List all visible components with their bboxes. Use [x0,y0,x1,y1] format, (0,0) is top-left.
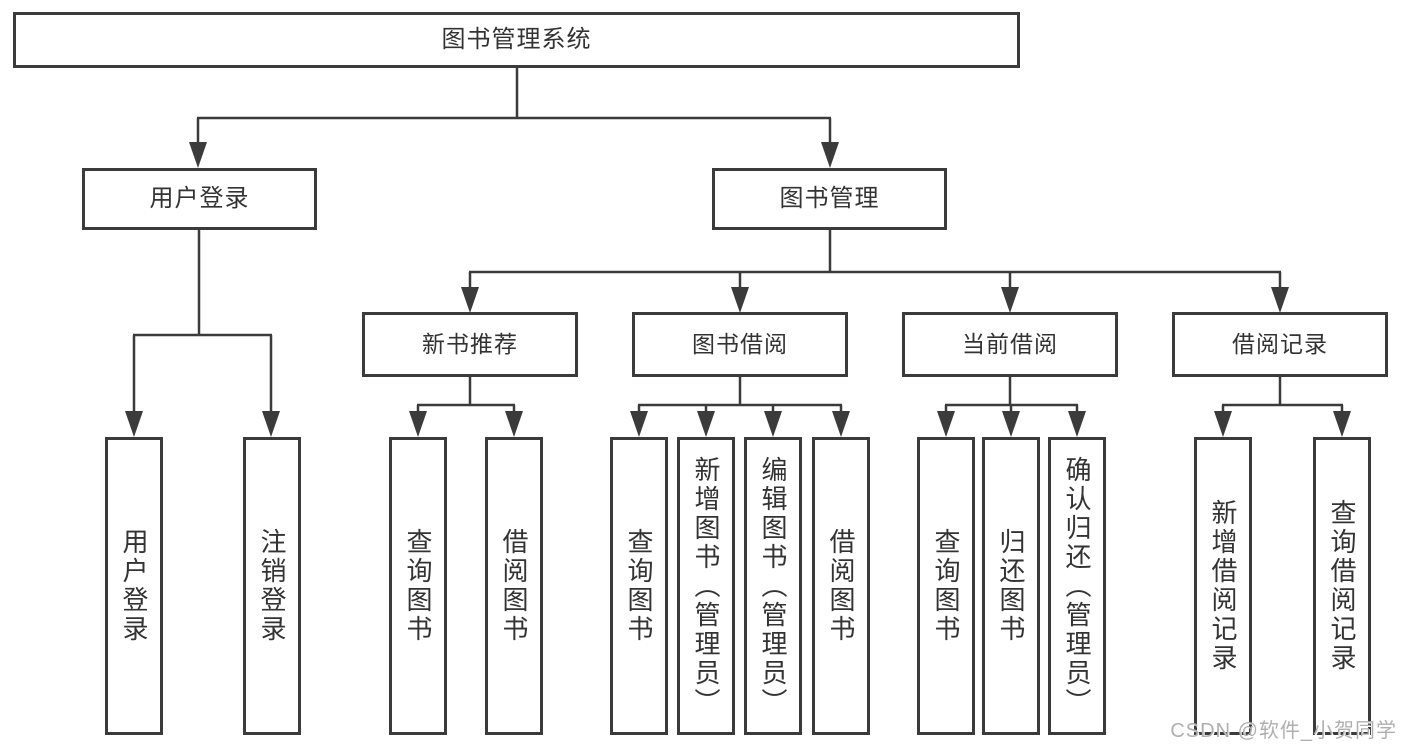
node-user-login: 用户登录 [82,168,317,230]
leaf-return-books: 归还图书 [982,437,1040,735]
leaf-add-borrow-record: 新增借阅记录 [1194,437,1252,735]
leaf-edit-books-admin: 编辑图书（管理员） [744,437,802,735]
leaf-borrow-books-recommend: 借阅图书 [485,437,543,735]
leaf-query-borrow-record: 查询借阅记录 [1313,437,1371,735]
leaf-query-books-borrowing: 查询图书 [610,437,668,735]
leaf-query-books-recommend: 查询图书 [389,437,447,735]
leaf-query-books-current: 查询图书 [917,437,975,735]
arrowheads [125,142,1351,437]
node-book-management: 图书管理 [712,168,947,230]
csdn-watermark: CSDN @软件_小贺同学 [1170,720,1397,742]
leaf-add-books-admin: 新增图书（管理员） [677,437,735,735]
leaf-confirm-return-admin: 确认归还（管理员） [1048,437,1106,735]
leaf-borrow-books-borrowing: 借阅图书 [812,437,870,735]
leaf-logout: 注销登录 [243,437,301,735]
node-borrowing-records: 借阅记录 [1172,312,1388,377]
node-library-management-system: 图书管理系统 [13,12,1020,68]
node-book-borrowing: 图书借阅 [632,312,848,377]
node-current-borrowing: 当前借阅 [902,312,1118,377]
leaf-user-login: 用户登录 [105,437,163,735]
node-new-book-recommendation: 新书推荐 [362,312,578,377]
